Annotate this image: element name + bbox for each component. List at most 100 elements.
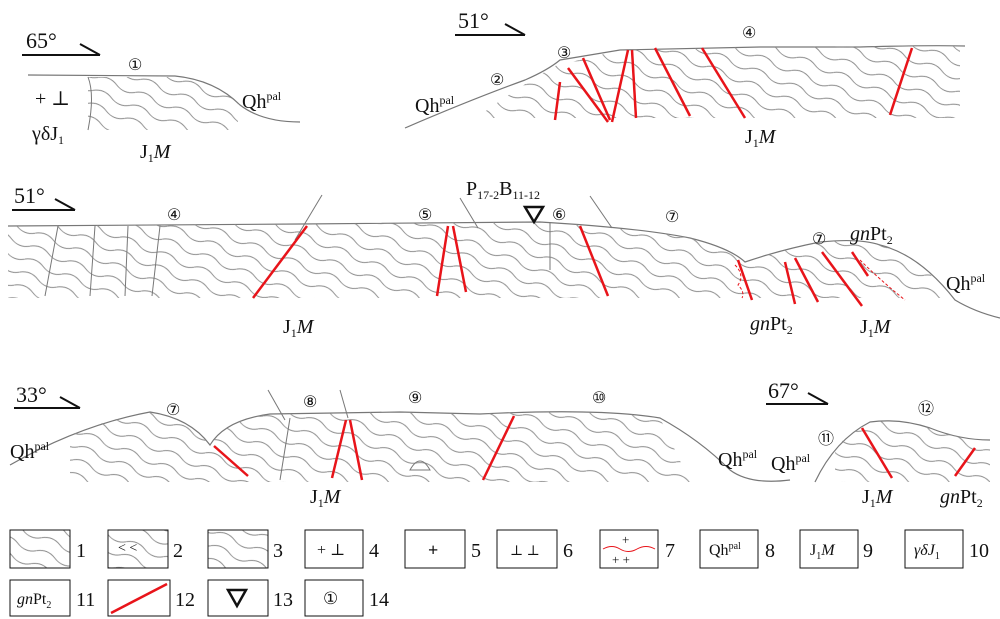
legend-item-12: 12 [107,579,195,617]
svg-text:J1M: J1M [140,141,172,165]
svg-text:J1M: J1M [283,316,315,340]
svg-text:Qhpal: Qhpal [709,541,741,559]
sample-site-triangle [522,205,546,225]
svg-text:J1M: J1M [810,542,836,562]
site-marker-6: ⑥ [552,207,566,224]
legend-item-8: Qhpal 8 [699,529,775,569]
legend-item-14: ① 14 [304,579,389,617]
svg-text:10: 10 [969,540,989,562]
site-marker-12: ⑫ [918,400,934,418]
quaternary-label-2: Qh [415,95,439,117]
gneiss-zone-3 [745,240,950,298]
formation-label-3: J [283,316,291,338]
svg-text:gnPt2: gnPt2 [17,591,51,611]
svg-text:Qhpal: Qhpal [946,271,986,295]
site-marker-4: ④ [742,25,756,42]
formation-label-2: J [745,126,753,148]
strata-body-5 [835,420,990,482]
svg-text:Qhpal: Qhpal [415,93,455,117]
quaternary-label-4: Qh [10,441,34,463]
svg-text:6: 6 [563,540,573,562]
quaternary-label-3: Qh [946,273,970,295]
legend-item-9: J1M 9 [799,529,873,569]
svg-text:γδJ1: γδJ1 [31,123,64,147]
legend-item-4: + ⊥ 4 [304,529,379,569]
svg-text:γδJ1: γδJ1 [914,542,940,562]
site-marker-3: ③ [557,45,571,62]
svg-text:J1M: J1M [860,316,892,340]
profile-4: 33° ⑦ ⑧ ⑨ ⑩ Qhpal Qhpal J1M [9,382,791,510]
profile-5: 67° ⑪ ⑫ Qhpal J1M gnPt2 [766,378,991,510]
svg-text:J1M: J1M [862,486,894,510]
svg-text:gnPt2: gnPt2 [850,223,893,247]
svg-text:gnPt2: gnPt2 [750,313,793,337]
gneiss-label-a: gn [850,223,870,245]
formation-label-1: J [140,141,148,163]
profile-1: 65° ① + ⊥ γδJ1 J1M Qhpal [22,28,301,165]
legend-item-2: < < 2 [107,529,183,569]
quaternary-label-4b: Qh [718,449,742,471]
faults-profile-3 [252,225,870,307]
faults-profile-2 [553,47,914,123]
svg-text:4: 4 [369,540,379,562]
formation-label-5: J [862,486,870,508]
legend-item-11: gnPt2 11 [9,579,95,617]
legend-item-13: 13 [207,579,293,617]
quaternary-label-5: Qh [771,453,795,475]
strata-body-3 [8,222,745,298]
dip-angle-5: 67° [768,378,799,403]
legend: 1 < < 2 3 + ⊥ 4 + 5 ⊥ ⊥ 6 + [9,529,989,617]
dip-angle-2: 51° [458,8,489,33]
svg-text:13: 13 [273,589,293,611]
intrusion-label-1: γδJ [31,123,58,145]
strata-body-4 [70,411,690,482]
legend-item-7: + + + 7 [599,529,675,569]
svg-text:7: 7 [665,540,675,562]
profile-3: 51° ④ ⑤ ⑥ ⑦ ⑦ [7,178,1000,340]
strata-body-2 [480,46,960,118]
svg-text:8: 8 [765,540,775,562]
formation-label-4: J [310,486,318,508]
site-marker-7a: ⑦ [665,209,679,226]
svg-text:5: 5 [471,540,481,562]
dip-angle-1: 65° [26,28,57,53]
site-marker-5: ⑤ [418,207,432,224]
svg-text:12: 12 [175,589,195,611]
svg-text:Qhpal: Qhpal [771,451,811,475]
svg-text:gnPt2: gnPt2 [940,486,983,510]
legend-item-10: γδJ1 10 [904,529,989,569]
svg-text:①: ① [323,589,338,608]
svg-text:J1M: J1M [745,126,777,150]
site-marker-2: ② [490,72,504,89]
site-marker-7b: ⑦ [812,231,826,248]
legend-item-1: 1 [9,529,86,569]
legend-item-3: 3 [207,529,283,569]
site-marker-4b: ④ [167,207,181,224]
gneiss-label-b: gn [750,313,770,335]
svg-text:9: 9 [863,540,873,562]
svg-text:P17-2B11-12: P17-2B11-12 [466,178,540,202]
svg-text:Qhpal: Qhpal [718,447,758,471]
profile-2: 51° ② ③ ④ Qhpal J1M [404,8,966,150]
sample-label: P [466,178,477,200]
svg-text:1: 1 [76,540,86,562]
site-marker-1: ① [128,57,142,74]
svg-text:2: 2 [173,540,183,562]
svg-text:⊥ ⊥: ⊥ ⊥ [510,544,540,559]
site-marker-7c: ⑦ [166,402,180,419]
svg-text:Qhpal: Qhpal [242,89,282,113]
site-marker-9: ⑨ [408,390,422,407]
svg-text:J1M: J1M [310,486,342,510]
site-marker-11: ⑪ [818,430,834,448]
svg-text:+ ⊥: + ⊥ [317,542,345,559]
site-marker-10: ⑩ [592,390,606,407]
svg-text:+: + [622,532,629,547]
legend-item-5: + 5 [404,529,481,569]
dip-angle-4: 33° [16,382,47,407]
faults-profile-5 [860,427,977,479]
site-marker-8: ⑧ [303,394,317,411]
svg-text:+ ⊥: + ⊥ [35,88,70,110]
svg-text:3: 3 [273,540,283,562]
strata-body-1 [88,77,238,130]
